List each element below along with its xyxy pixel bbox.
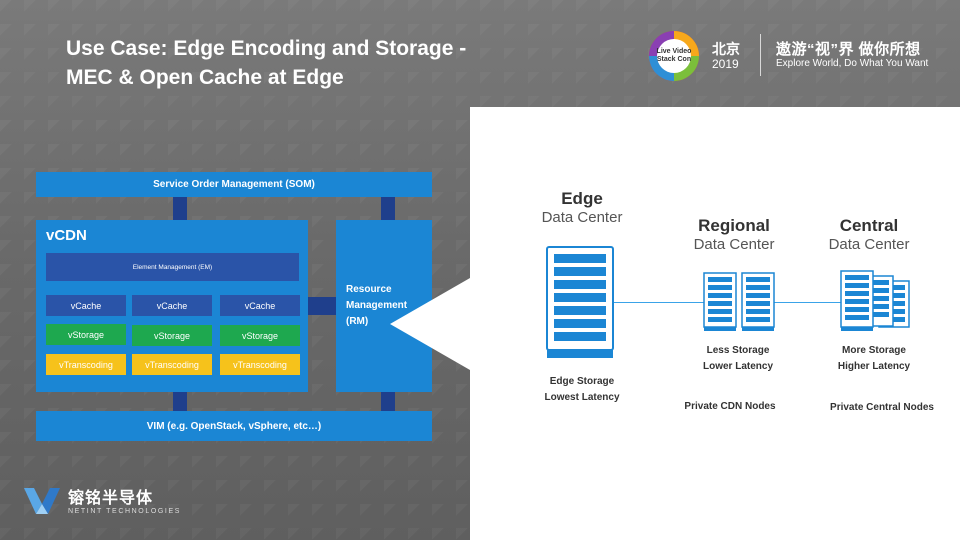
- vcdn-label: vCDN: [46, 227, 87, 244]
- connector-vcdn-vim: [173, 392, 187, 411]
- regional-note-line-1: Less Storage: [706, 345, 770, 356]
- regional-dc-subtitle: Data Center: [693, 236, 775, 253]
- header-divider: [760, 34, 761, 76]
- callout-arrow: [390, 278, 470, 370]
- rm-label-line-2: Management: [346, 300, 408, 311]
- svg-text:Live Video: Live Video: [657, 48, 692, 55]
- conference-logo-icon: Live Video Stack Con: [649, 31, 699, 81]
- edge-dc-note: Edge Storage Lowest Latency: [522, 374, 642, 406]
- central-nodes-label: Private Central Nodes: [830, 402, 934, 413]
- regional-nodes-label: Private CDN Nodes: [684, 401, 776, 412]
- edge-dc-title: Edge: [561, 189, 603, 208]
- link-edge-regional: [612, 302, 707, 303]
- central-note-line-1: More Storage: [842, 345, 906, 356]
- company-name-en: NETINT TECHNOLOGIES: [68, 508, 181, 515]
- conference-slogan-en: Explore World, Do What You Want: [776, 58, 929, 69]
- connector-rm-vim: [381, 392, 395, 411]
- rm-label-line-1: Resource: [346, 284, 392, 295]
- slide-title: Use Case: Edge Encoding and Storage - ME…: [66, 34, 486, 92]
- central-server-rack-icon: [840, 270, 910, 331]
- vtranscoding-cell: vTranscoding: [132, 354, 212, 375]
- connector-vcdn-rm: [308, 297, 336, 315]
- edge-dc-subtitle: Data Center: [541, 209, 623, 226]
- central-dc-title: Central: [839, 216, 899, 235]
- element-management-block: Element Management (EM): [46, 253, 299, 281]
- central-note-line-2: Higher Latency: [837, 361, 911, 372]
- vcache-cell: vCache: [220, 295, 300, 316]
- rm-label-line-3: (RM): [346, 316, 369, 327]
- connector-som-vcdn: [173, 197, 187, 220]
- regional-dc-heading: Regional Data Center: [674, 216, 794, 253]
- company-name-cn: 镕铭半导体: [68, 490, 154, 507]
- edge-server-rack-icon: [546, 246, 614, 358]
- central-dc-subtitle: Data Center: [828, 236, 910, 253]
- vim-block: VIM (e.g. OpenStack, vSphere, etc…): [36, 411, 432, 441]
- vstorage-cell: vStorage: [46, 324, 126, 345]
- slide-title-line-2: MEC & Open Cache at Edge: [66, 66, 344, 89]
- central-dc-note: More Storage Higher Latency: [814, 343, 934, 375]
- vcache-cell: vCache: [132, 295, 212, 316]
- regional-dc-note: Less Storage Lower Latency: [678, 343, 798, 375]
- connector-som-rm: [381, 197, 395, 220]
- vstorage-cell: vStorage: [132, 325, 212, 346]
- vtranscoding-cell: vTranscoding: [220, 354, 300, 375]
- link-regional-central: [772, 302, 842, 303]
- conference-year: 2019: [712, 57, 739, 71]
- vstorage-cell: vStorage: [220, 325, 300, 346]
- conference-city: 北京: [712, 41, 740, 57]
- vcache-cell: vCache: [46, 295, 126, 316]
- svg-text:Stack Con: Stack Con: [657, 56, 691, 63]
- edge-note-line-1: Edge Storage: [549, 376, 615, 387]
- regional-note-line-2: Lower Latency: [702, 361, 774, 372]
- edge-dc-heading: Edge Data Center: [522, 189, 642, 226]
- netint-logo-icon: [24, 488, 60, 514]
- vcdn-block: vCDN Element Management (EM) vCache vCac…: [36, 220, 308, 392]
- som-block: Service Order Management (SOM): [36, 172, 432, 197]
- central-dc-heading: Central Data Center: [809, 216, 929, 253]
- conference-slogan: 遨游“视”界 做你所想: [776, 41, 921, 58]
- vtranscoding-cell: vTranscoding: [46, 354, 126, 375]
- slide-title-line-1: Use Case: Edge Encoding and Storage -: [66, 37, 467, 60]
- regional-dc-title: Regional: [698, 216, 770, 235]
- edge-note-line-2: Lowest Latency: [544, 392, 620, 403]
- regional-server-rack-icon: [703, 272, 775, 331]
